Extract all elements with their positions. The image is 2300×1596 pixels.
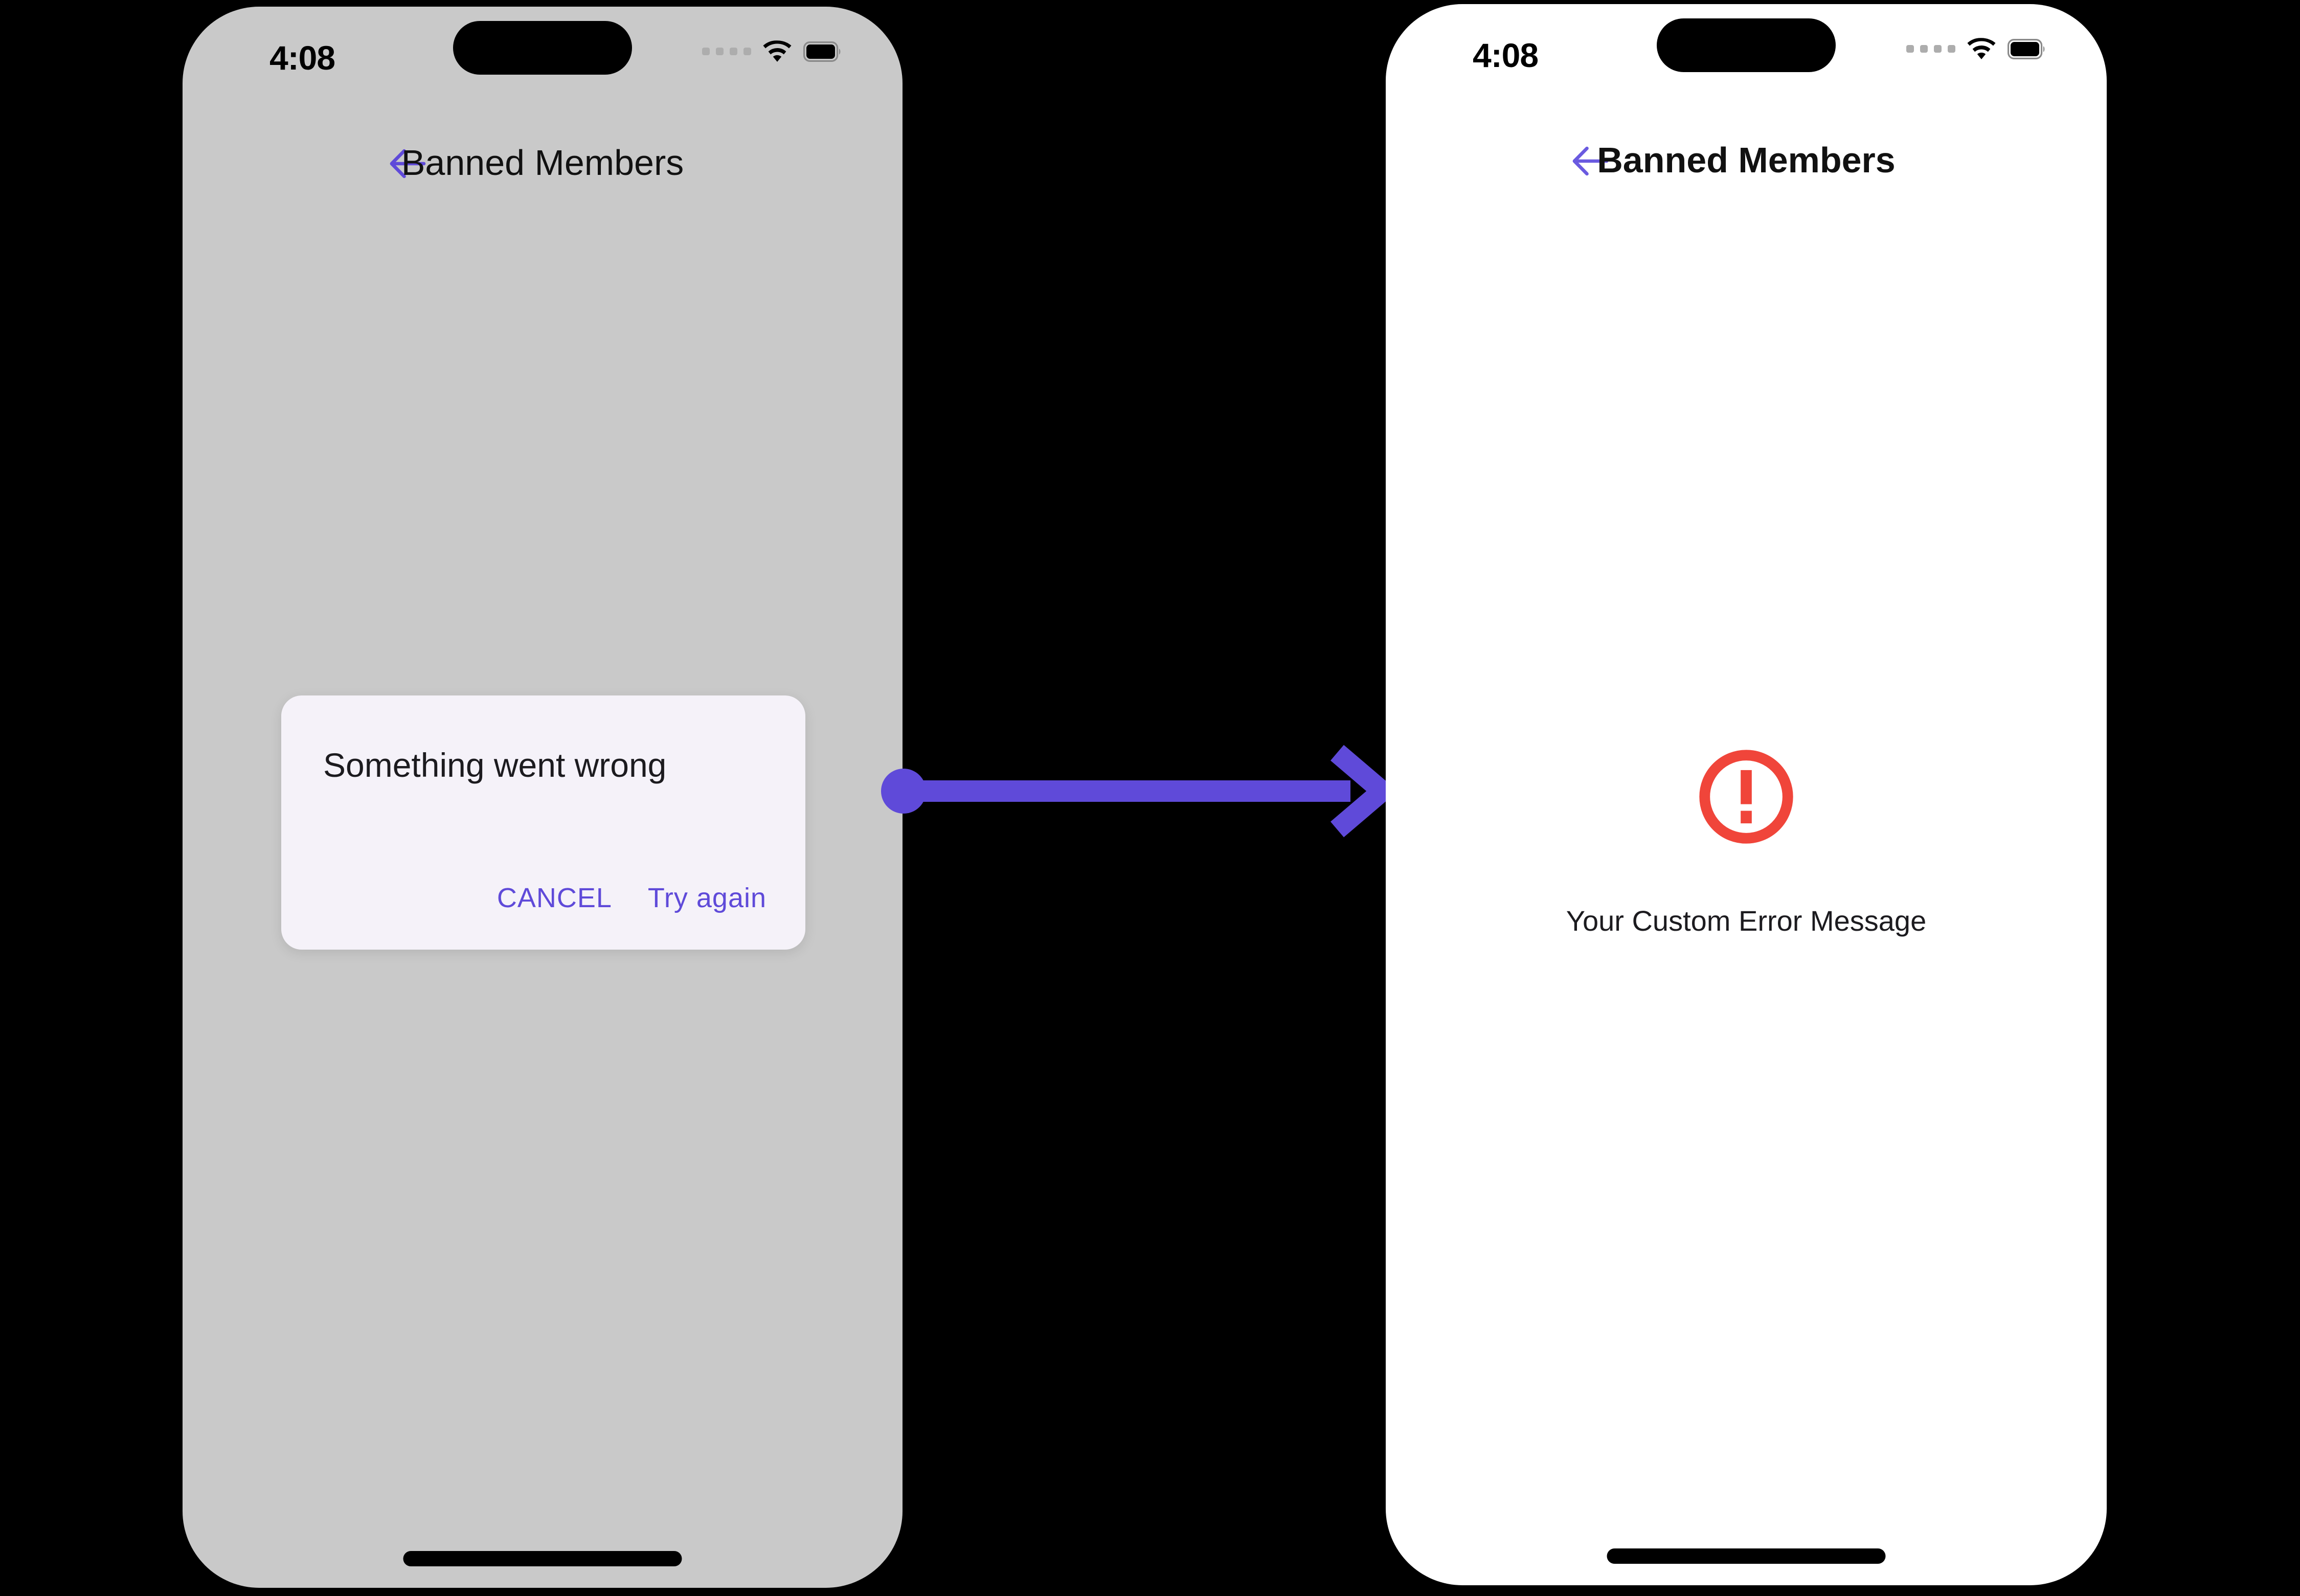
home-indicator[interactable] xyxy=(403,1551,682,1566)
arrow-head-icon xyxy=(1331,745,1393,838)
cellular-signal-icon xyxy=(1906,44,1955,53)
status-indicators xyxy=(702,40,842,63)
dynamic-island xyxy=(453,21,632,75)
phone-screen-after: 4:08 Banned Members Your C xyxy=(1386,4,2107,1585)
dialog-actions: CANCEL Try again xyxy=(497,882,766,914)
wifi-icon xyxy=(763,40,792,62)
error-exclamation-circle-icon xyxy=(1699,750,1793,844)
dynamic-island xyxy=(1657,18,1836,72)
try-again-button[interactable]: Try again xyxy=(647,883,766,913)
battery-full-icon xyxy=(803,41,841,62)
dialog-title: Something went wrong xyxy=(323,746,667,784)
status-time: 4:08 xyxy=(1473,36,1539,74)
flow-arrow xyxy=(881,745,1393,838)
status-bar: 4:08 xyxy=(1386,4,2107,111)
page-title: Banned Members xyxy=(401,143,684,183)
error-dialog: Something went wrong CANCEL Try again xyxy=(281,695,805,950)
wifi-icon xyxy=(1967,38,1996,59)
cancel-button[interactable]: CANCEL xyxy=(497,883,612,913)
nav-header: Banned Members xyxy=(1386,129,2107,191)
cellular-signal-icon xyxy=(702,47,751,55)
nav-header: Banned Members xyxy=(183,132,903,193)
battery-full-icon xyxy=(2008,39,2045,59)
back-arrow-icon[interactable] xyxy=(1567,139,1612,184)
error-state: Your Custom Error Message xyxy=(1386,746,2107,937)
arrow-shaft xyxy=(900,780,1350,802)
page-title: Banned Members xyxy=(1597,140,1896,180)
home-indicator[interactable] xyxy=(1607,1548,1886,1564)
back-arrow-icon[interactable] xyxy=(385,141,430,186)
phone-screen-before: 4:08 Banned Members Something went wrong… xyxy=(183,7,903,1588)
status-time: 4:08 xyxy=(269,39,335,77)
status-indicators xyxy=(1906,38,2046,60)
error-message: Your Custom Error Message xyxy=(1566,905,1927,937)
status-bar: 4:08 xyxy=(183,7,903,114)
